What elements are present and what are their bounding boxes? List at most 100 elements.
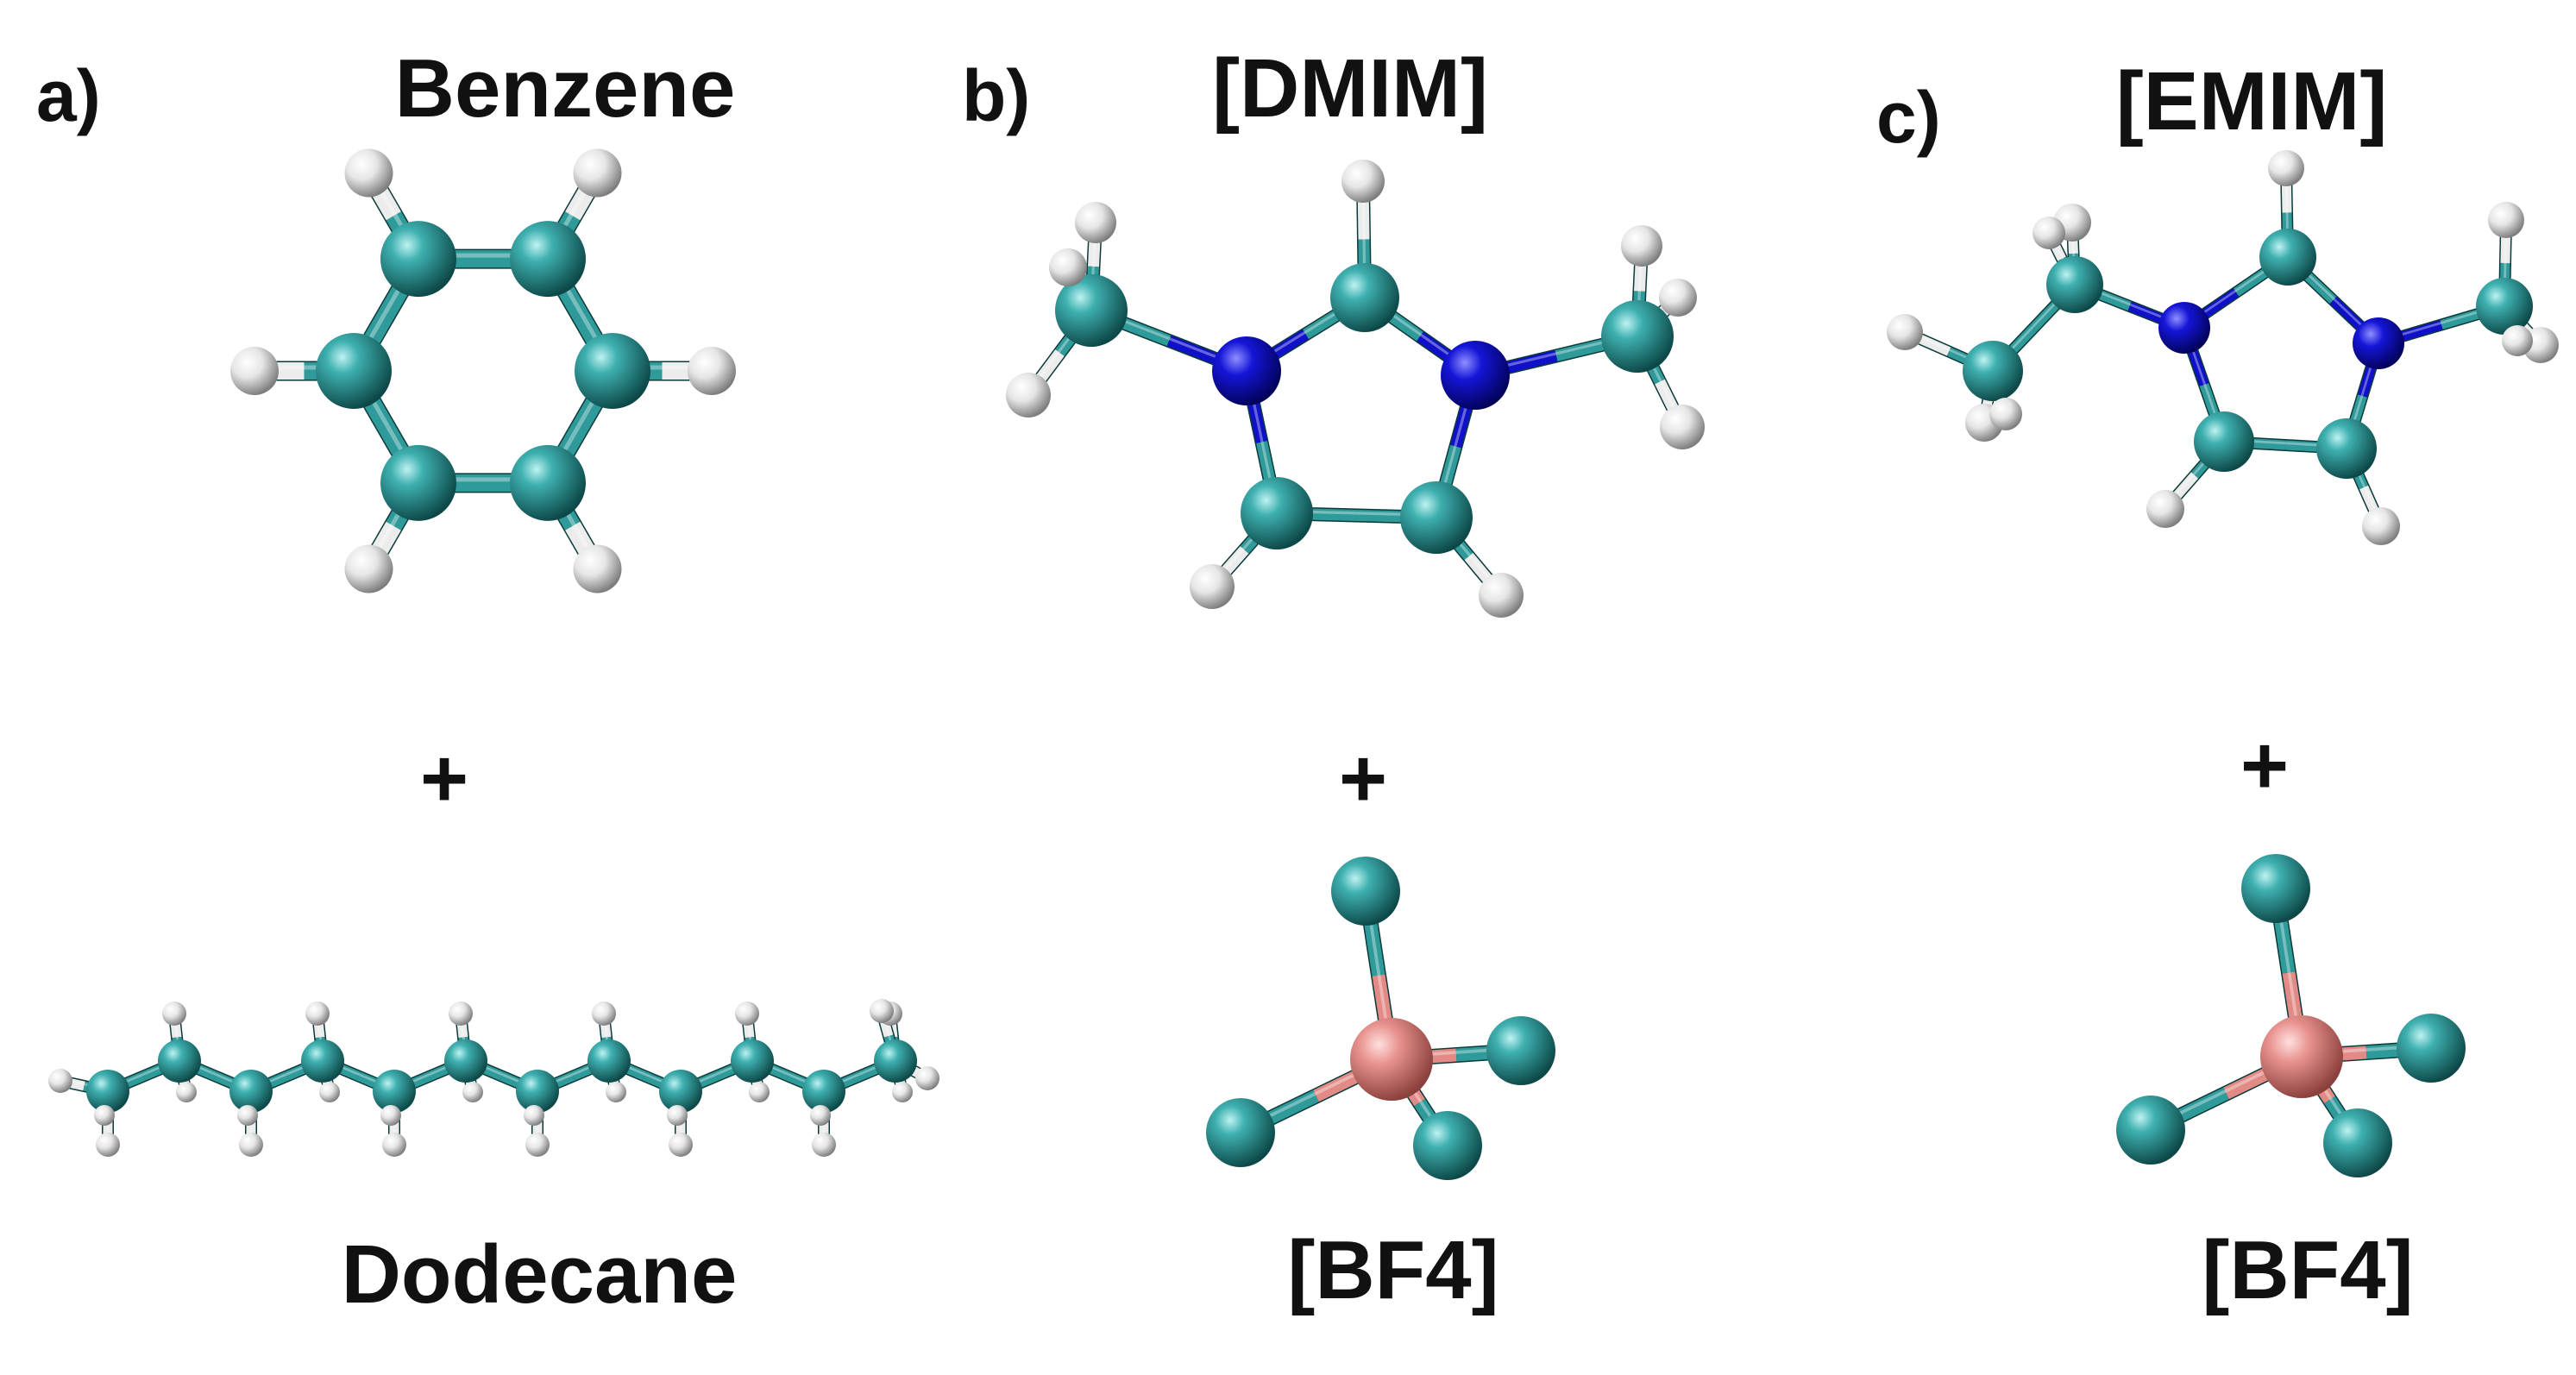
mol-bf4-b-atoms xyxy=(1206,857,1555,1180)
carbon-atom xyxy=(86,1070,129,1113)
hydrogen-atom xyxy=(592,1001,616,1026)
hydrogen-atom xyxy=(162,1001,186,1026)
carbon-atom xyxy=(2316,418,2377,479)
panel-c-plus: + xyxy=(2240,719,2289,812)
carbon-atom xyxy=(802,1070,845,1113)
mol-bf4-b-bonds xyxy=(1233,883,1529,1153)
hydrogen-atom xyxy=(892,1082,913,1102)
panel-a-letter: a) xyxy=(36,55,101,136)
hydrogen-atom xyxy=(380,1105,401,1126)
carbon-atom xyxy=(575,333,650,409)
hydrogen-atom xyxy=(573,148,622,198)
dmim-cation-molecule xyxy=(1006,160,1705,618)
hydrogen-atom xyxy=(2362,507,2400,545)
hydrogen-atom xyxy=(667,1105,688,1126)
mol-benzene-atoms xyxy=(230,148,736,593)
hydrogen-atom xyxy=(749,1082,770,1102)
hydrogen-atom xyxy=(94,1105,115,1126)
hydrogen-atom xyxy=(1989,398,2022,430)
hydrogen-atom xyxy=(1887,314,1923,350)
hydrogen-atom xyxy=(239,1133,263,1157)
hydrogen-atom xyxy=(382,1133,406,1157)
hydrogen-atom xyxy=(462,1082,483,1102)
carbon-atom xyxy=(510,444,586,521)
mol-dmim-bonds xyxy=(1021,174,1689,602)
fluorine-atom xyxy=(1331,857,1400,926)
hydrogen-atom xyxy=(230,347,279,395)
carbon-atom xyxy=(1400,481,1473,554)
hydrogen-atom xyxy=(344,544,393,593)
carbon-atom xyxy=(1963,341,2023,401)
carbon-atom xyxy=(510,221,586,298)
hydrogen-atom xyxy=(812,1133,836,1157)
hydrogen-atom xyxy=(344,148,393,198)
fluorine-atom xyxy=(1206,1098,1275,1167)
hydrogen-atom xyxy=(96,1133,120,1157)
carbon-atom xyxy=(380,221,456,298)
fluorine-atom xyxy=(2397,1014,2466,1083)
nitrogen-atom xyxy=(1441,341,1510,410)
hydrogen-atom xyxy=(2033,217,2065,249)
dmim-title: [DMIM] xyxy=(1212,42,1488,135)
carbon-atom xyxy=(444,1039,487,1083)
emim-title: [EMIM] xyxy=(2116,55,2388,148)
dodecane-molecule xyxy=(48,999,939,1157)
carbon-atom xyxy=(1241,477,1313,549)
bf4-anion-molecule-c xyxy=(2116,854,2466,1177)
nitrogen-atom xyxy=(1212,336,1281,405)
fluorine-atom xyxy=(1413,1111,1482,1180)
hydrogen-atom xyxy=(449,1001,473,1026)
nitrogen-atom xyxy=(2353,317,2404,369)
carbon-atom xyxy=(659,1070,702,1113)
carbon-atom xyxy=(158,1039,201,1083)
hydrogen-atom xyxy=(524,1105,544,1126)
carbon-atom xyxy=(2046,256,2103,313)
nitrogen-atom xyxy=(2158,302,2210,354)
hydrogen-atom xyxy=(2268,150,2304,186)
hydrogen-atom xyxy=(669,1133,693,1157)
carbon-atom xyxy=(2194,411,2254,472)
hydrogen-atom xyxy=(525,1133,550,1157)
carbon-atom xyxy=(301,1039,344,1083)
panel-b-plus: + xyxy=(1339,732,1387,825)
carbon-atom xyxy=(1601,300,1674,373)
hydrogen-atom xyxy=(237,1105,258,1126)
hydrogen-atom xyxy=(1190,564,1235,609)
carbon-atom xyxy=(1330,263,1399,332)
mol-dodecane-atoms xyxy=(48,999,939,1157)
panel-b-letter: b) xyxy=(962,55,1030,136)
hydrogen-atom xyxy=(688,347,736,395)
carbon-atom xyxy=(373,1070,416,1113)
hydrogen-atom xyxy=(735,1001,759,1026)
carbon-atom xyxy=(1055,274,1128,347)
boron-atom xyxy=(1350,1018,1433,1101)
boron-atom xyxy=(2260,1015,2343,1098)
fluorine-atom xyxy=(1486,1016,1555,1085)
carbon-atom xyxy=(2476,278,2533,335)
hydrogen-atom xyxy=(606,1082,626,1102)
carbon-atom xyxy=(380,444,456,521)
hydrogen-atom xyxy=(573,544,622,593)
panel-b-bf4-title: [BF4] xyxy=(1287,1224,1498,1316)
hydrogen-atom xyxy=(48,1069,72,1093)
bf4-anion-molecule-b xyxy=(1206,857,1555,1180)
carbon-atom xyxy=(316,333,392,409)
hydrogen-atom xyxy=(305,1001,330,1026)
carbon-atom xyxy=(587,1039,631,1083)
hydrogen-atom xyxy=(870,999,894,1023)
hydrogen-atom xyxy=(1341,160,1385,203)
mol-dmim-atoms xyxy=(1006,160,1705,618)
hydrogen-atom xyxy=(2502,325,2533,356)
hydrogen-atom xyxy=(915,1066,939,1090)
emim-cation-molecule xyxy=(1887,150,2559,545)
benzene-molecule xyxy=(230,148,736,593)
hydrogen-atom xyxy=(1660,405,1705,449)
hydrogen-atom xyxy=(1049,248,1087,286)
fluorine-atom xyxy=(2241,854,2310,923)
dodecane-title: Dodecane xyxy=(342,1228,738,1321)
panel-c-bf4-title: [BF4] xyxy=(2202,1224,2413,1316)
benzene-title: Benzene xyxy=(395,42,736,135)
hydrogen-atom xyxy=(1479,573,1524,618)
mol-bf4-c-atoms xyxy=(2116,854,2466,1177)
